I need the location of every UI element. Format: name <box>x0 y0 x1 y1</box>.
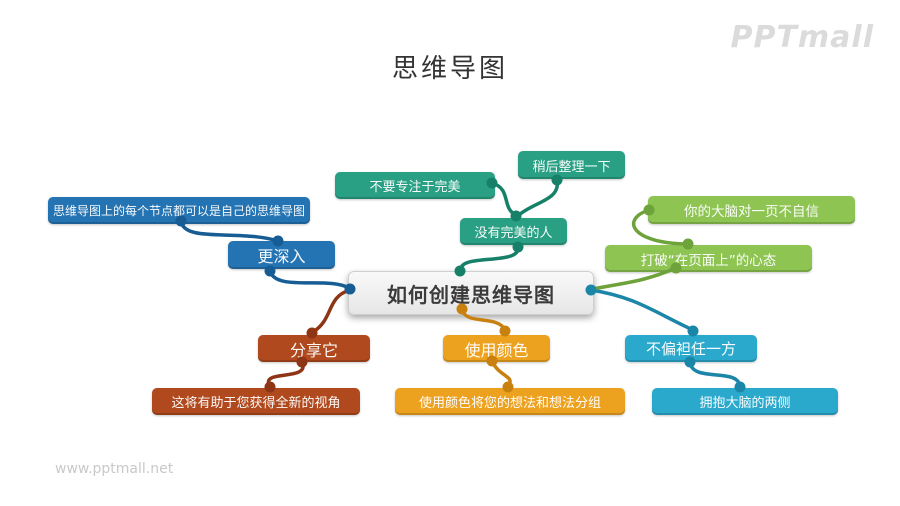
connector <box>268 269 351 290</box>
connector <box>490 359 512 388</box>
connector <box>311 288 352 334</box>
connector <box>179 219 280 243</box>
node-dont-focus-perfection: 不要专注于完美 <box>335 172 495 199</box>
node-new-perspective: 这将有助于您获得全新的视角 <box>152 388 360 415</box>
central-topic-node: 如何创建思维导图 <box>348 271 594 315</box>
pptmall-logo: PPTmall <box>730 20 874 55</box>
node-brain-one-page: 你的大脑对一页不自信 <box>648 196 855 224</box>
node-break-on-page-mindset: 打破“在页面上”的心态 <box>605 245 812 272</box>
connector <box>459 245 520 272</box>
node-share-it: 分享它 <box>258 335 370 362</box>
node-no-bias: 不偏袒任一方 <box>625 335 757 362</box>
node-use-colors: 使用颜色 <box>443 335 550 362</box>
connector <box>266 360 305 388</box>
node-every-node-own-mindmap: 思维导图上的每个节点都可以是自己的思维导图 <box>48 197 310 224</box>
node-group-ideas-with-color: 使用颜色将您的想法和想法分组 <box>395 388 625 415</box>
page-title: 思维导图 <box>391 54 508 84</box>
connector <box>589 288 695 332</box>
connector <box>517 178 559 217</box>
connector <box>490 181 518 217</box>
connector <box>688 360 742 388</box>
node-go-deeper: 更深入 <box>228 241 335 269</box>
node-embrace-both-sides: 拥抱大脑的两侧 <box>652 388 838 415</box>
node-organize-later: 稍后整理一下 <box>518 151 625 179</box>
node-no-perfect-person: 没有完美的人 <box>460 218 567 245</box>
watermark-url: www.pptmall.net <box>55 461 174 477</box>
